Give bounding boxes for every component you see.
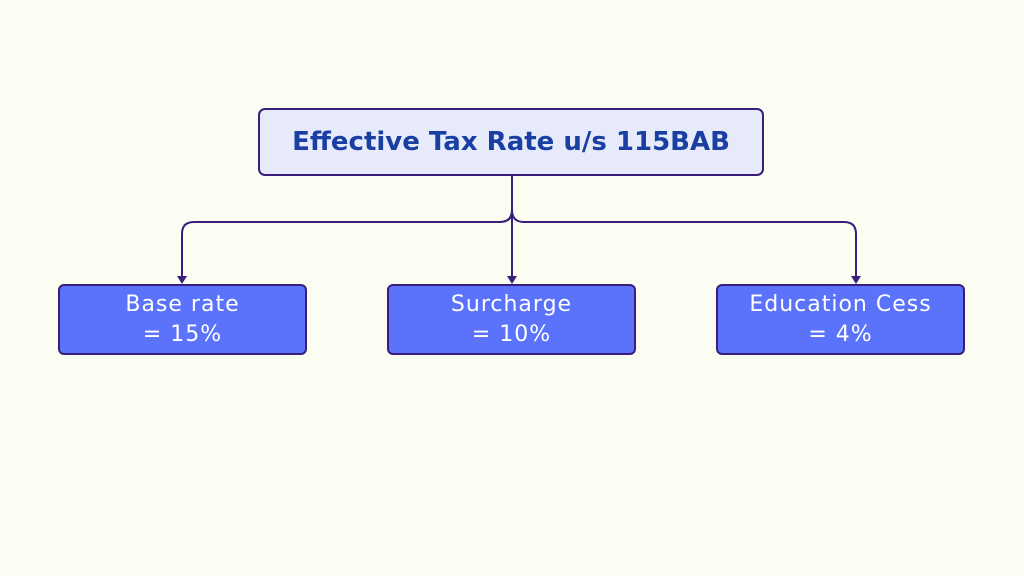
- node-label: Surcharge: [450, 291, 573, 317]
- node-label: Base rate: [125, 291, 240, 317]
- node-value: = 4%: [808, 321, 873, 347]
- connector-root-stem: [499, 176, 513, 223]
- node-base-rate: Base rate = 15%: [58, 284, 307, 355]
- arrowhead-education-cess: [851, 276, 861, 284]
- node-value: = 15%: [142, 321, 223, 347]
- arrowhead-surcharge: [507, 276, 517, 284]
- arrowhead-base-rate: [177, 276, 187, 284]
- root-title: Effective Tax Rate u/s 115BAB: [292, 127, 730, 157]
- root-node: Effective Tax Rate u/s 115BAB: [258, 108, 764, 176]
- node-label: Education Cess: [749, 291, 932, 317]
- node-education-cess: Education Cess = 4%: [716, 284, 965, 355]
- node-value: = 10%: [471, 321, 552, 347]
- connector-to-education-cess: [511, 209, 857, 276]
- connector-to-base-rate: [181, 209, 513, 276]
- node-surcharge: Surcharge = 10%: [387, 284, 636, 355]
